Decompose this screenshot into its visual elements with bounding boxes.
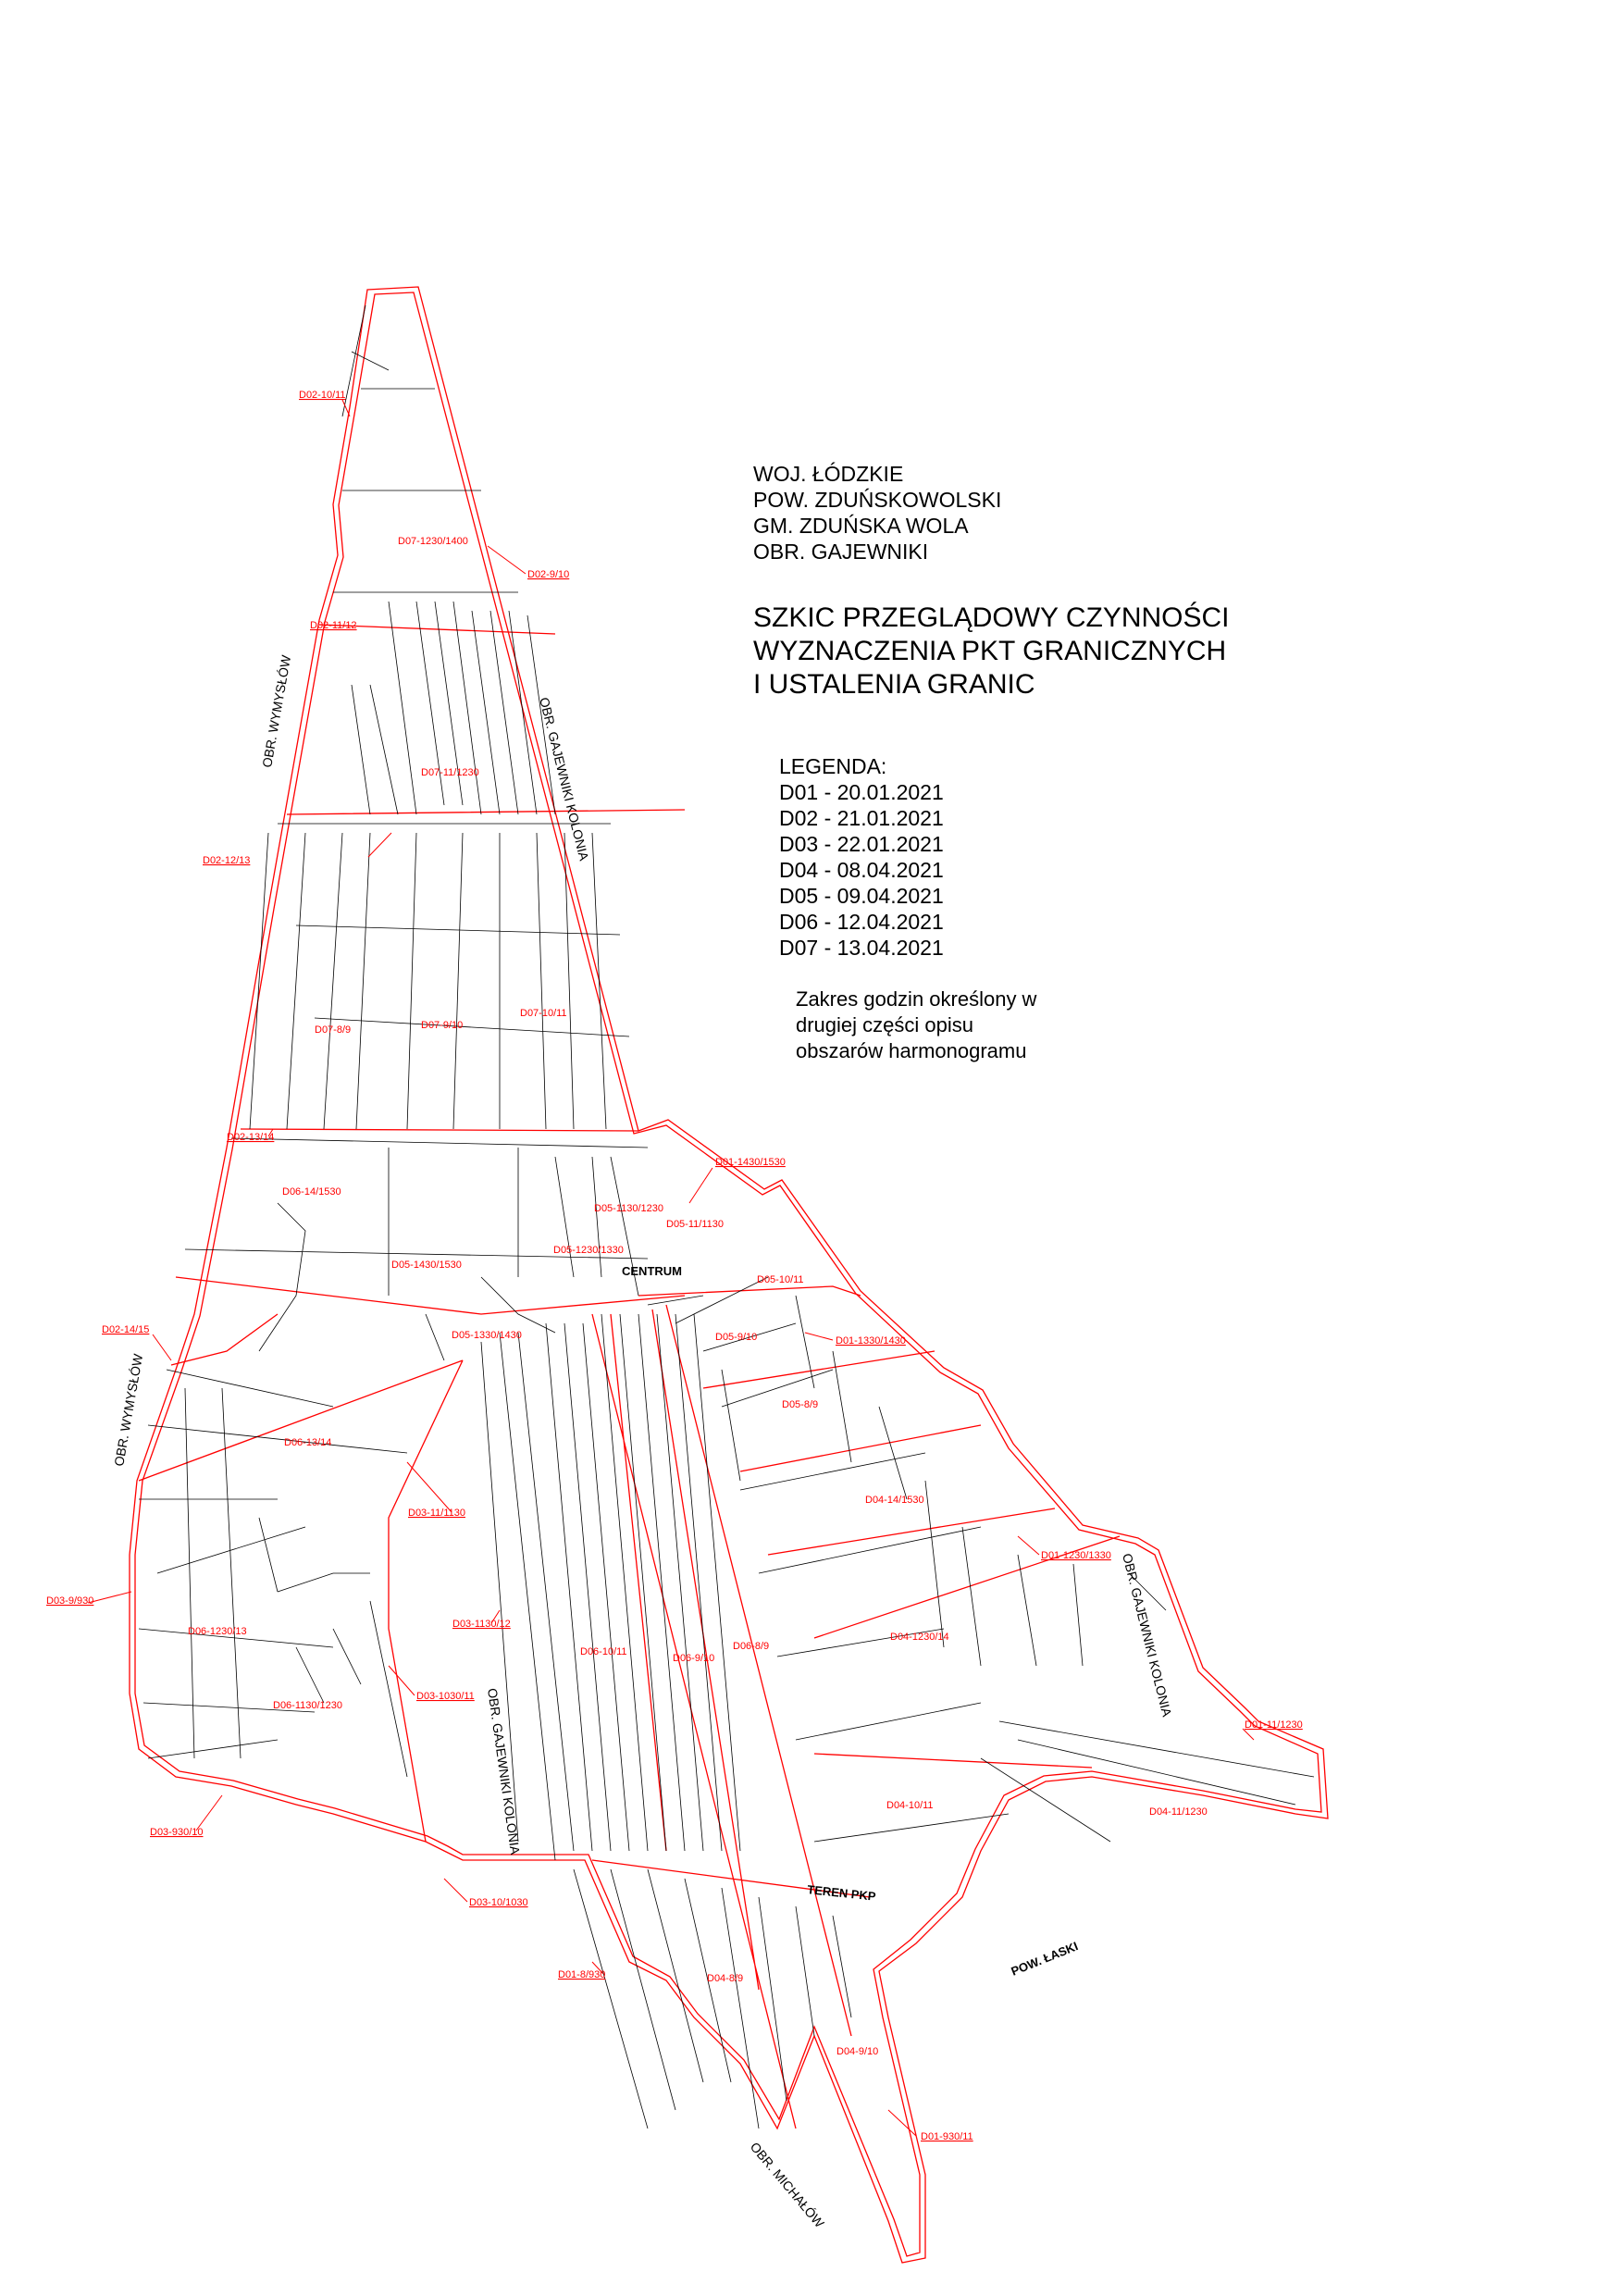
area-label: D04-10/11: [886, 1800, 934, 1811]
boundary-label: D01-11/1230: [1245, 1719, 1303, 1731]
area-label: D05-10/11: [757, 1274, 804, 1285]
boundary-label: D01-1330/1430: [836, 1335, 906, 1347]
area-label: D06-14/1530: [282, 1186, 341, 1198]
parcel-lines: [138, 304, 1315, 2129]
boundary-label: D02-13/14: [227, 1132, 274, 1143]
sketch-title: SZKIC PRZEGLĄDOWY CZYNNOŚCI WYZNACZENIA …: [753, 602, 1230, 701]
boundary-label: D03-10/1030: [469, 1897, 528, 1908]
place-label-centrum: CENTRUM: [622, 1264, 682, 1278]
neighbour-label: OBR. MICHAŁÓW: [748, 2140, 828, 2231]
precinct-boundary-inner: [134, 292, 1322, 2257]
place-names: CENTRUM TEREN PKP POW. ŁASKI: [622, 1264, 1080, 1979]
area-label: D06-9/10: [673, 1653, 714, 1664]
county-text: POW. ZDUŃSKOWOLSKI: [753, 488, 1002, 512]
legend-item: D02 - 21.01.2021: [779, 806, 944, 830]
note-line-1: Zakres godzin określony w: [796, 987, 1037, 1011]
area-label: D06-1230/13: [188, 1626, 247, 1637]
boundary-label: D02-14/15: [102, 1324, 149, 1335]
legend-item: D04 - 08.04.2021: [779, 858, 944, 882]
area-label: D07-10/11: [520, 1008, 567, 1019]
precinct-text: OBR. GAJEWNIKI: [753, 540, 929, 564]
area-label: D06-13/14: [284, 1437, 331, 1448]
boundary-label: D02-11/12: [310, 620, 357, 631]
legend-item: D03 - 22.01.2021: [779, 832, 944, 856]
neighbour-label: OBR. GAJEWNIKI KOLONIA: [485, 1687, 523, 1855]
boundary-label: D02-12/13: [203, 855, 250, 866]
area-label: D07-8/9: [315, 1024, 351, 1036]
note-line-2: drugiej części opisu: [796, 1013, 973, 1036]
boundary-label: D01-1430/1530: [715, 1157, 786, 1168]
legend: LEGENDA: D01 - 20.01.2021 D02 - 21.01.20…: [779, 753, 944, 961]
boundary-label: D01-8/930: [558, 1969, 605, 1980]
area-label: D04-9/10: [836, 2046, 878, 2057]
area-label: D05-1330/1430: [452, 1330, 522, 1341]
area-label: D05-1130/1230: [594, 1203, 663, 1214]
leader-lines: [87, 399, 1255, 2137]
area-label: D07-11/1230: [421, 767, 479, 778]
boundary-label: D03-1130/12: [452, 1619, 511, 1630]
red-division-line: [138, 624, 1121, 2129]
boundary-label: D02-9/10: [527, 569, 569, 580]
title-line-2: WYZNACZENIA PKT GRANICZNYCH: [753, 636, 1227, 666]
area-label: D04-1230/14: [890, 1632, 949, 1643]
legend-item: D01 - 20.01.2021: [779, 780, 944, 804]
area-label: D07-9/10: [421, 1020, 463, 1031]
legend-item: D06 - 12.04.2021: [779, 910, 944, 934]
area-label: D04-11/1230: [1149, 1806, 1208, 1818]
area-label: D05-1230/1330: [553, 1245, 624, 1256]
area-label: D04-8/9: [707, 1973, 743, 1984]
boundary-label: D01-1230/1330: [1041, 1550, 1111, 1561]
voivodeship-text: WOJ. ŁÓDZKIE: [753, 462, 904, 486]
legend-item: D07 - 13.04.2021: [779, 936, 944, 960]
boundary-label: D02-10/11: [299, 390, 346, 401]
area-label: D07-1230/1400: [398, 536, 468, 547]
boundary-label: D03-9/930: [46, 1595, 93, 1607]
place-label-pow-laski: POW. ŁASKI: [1010, 1939, 1081, 1979]
legend-title: LEGENDA:: [779, 754, 887, 778]
title-line-3: I USTALENIA GRANIC: [753, 669, 1035, 700]
area-label: D04-14/1530: [865, 1495, 924, 1506]
area-label: D05-8/9: [782, 1399, 818, 1410]
area-label: D06-10/11: [580, 1646, 627, 1657]
title-line-1: SZKIC PRZEGLĄDOWY CZYNNOŚCI: [753, 602, 1230, 633]
area-label: D05-11/1130: [666, 1219, 724, 1230]
area-label: D06-1130/1230: [273, 1700, 342, 1711]
legend-note: Zakres godzin określony w drugiej części…: [796, 987, 1036, 1064]
neighbour-label: OBR. GAJEWNIKI KOLONIA: [1120, 1552, 1175, 1719]
note-line-3: obszarów harmonogramu: [796, 1039, 1027, 1062]
boundary-label: D01-930/11: [921, 2131, 973, 2142]
area-label: D05-1430/1530: [391, 1260, 462, 1271]
boundary-label: D03-1030/11: [416, 1691, 475, 1702]
neighbour-label: OBR. WYMYSŁÓW: [111, 1352, 145, 1468]
boundary-label: D03-11/1130: [408, 1508, 465, 1519]
area-label: D06-8/9: [733, 1641, 769, 1652]
admin-unit-block: WOJ. ŁÓDZKIE POW. ZDUŃSKOWOLSKI GM. ZDUŃ…: [753, 461, 1001, 565]
legend-item: D05 - 09.04.2021: [779, 884, 944, 908]
commune-text: GM. ZDUŃSKA WOLA: [753, 514, 969, 538]
boundary-label: D03-930/10: [150, 1827, 204, 1838]
area-labels: D07-1230/1400 D07-11/1230 D07-8/9 D07-9/…: [188, 536, 1208, 2057]
area-label: D05-9/10: [715, 1332, 757, 1343]
neighbour-label: OBR. WYMYSŁÓW: [259, 653, 293, 769]
boundary-labels: D02-10/11 D02-9/10 D02-11/12 D02-12/13 D…: [46, 390, 1303, 2142]
precinct-boundary: [129, 286, 1329, 2264]
